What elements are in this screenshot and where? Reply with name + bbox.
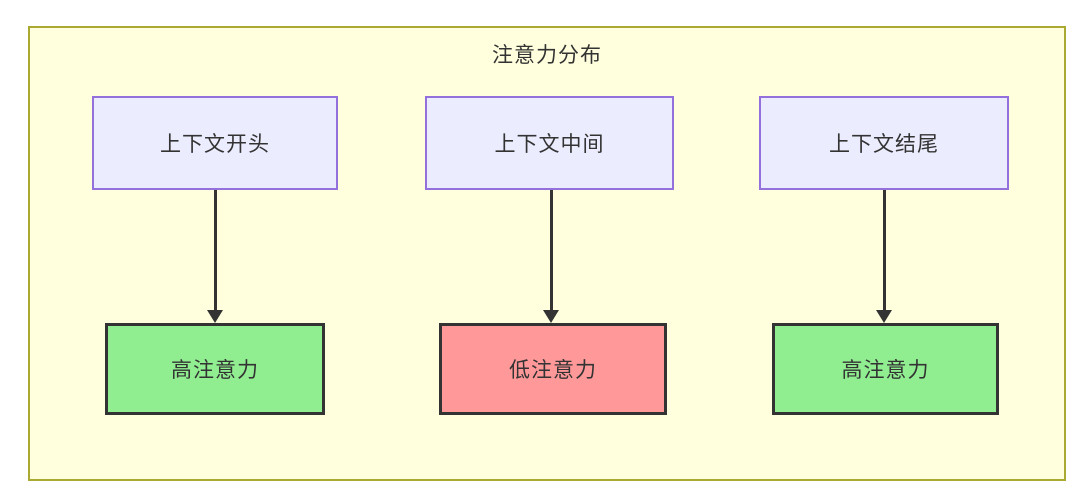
arrow-down-icon (206, 190, 224, 323)
arrow-shaft (549, 190, 553, 312)
arrow-down-icon (542, 190, 560, 323)
node-context-end: 上下文结尾 (759, 96, 1009, 190)
node-label: 高注意力 (171, 359, 259, 382)
arrowhead-icon (207, 310, 223, 323)
arrowhead-icon (543, 310, 559, 323)
node-label: 高注意力 (841, 359, 930, 382)
arrowhead-icon (876, 310, 892, 323)
diagram-title: 注意力分布 (492, 44, 602, 67)
node-context-beginning: 上下文开头 (92, 96, 338, 190)
node-label: 上下文结尾 (829, 133, 939, 156)
arrow-shaft (213, 190, 217, 312)
node-high-attention-right: 高注意力 (772, 323, 999, 415)
node-context-middle: 上下文中间 (425, 96, 674, 190)
attention-distribution-frame: 注意力分布 上下文开头 高注意力 上下文中间 低注意力 上下文结尾 (28, 26, 1066, 481)
node-label: 上下文开头 (160, 133, 270, 156)
node-high-attention-left: 高注意力 (105, 323, 325, 415)
arrow-shaft (882, 190, 886, 312)
node-label: 低注意力 (509, 359, 597, 382)
node-label: 上下文中间 (494, 133, 605, 156)
node-low-attention: 低注意力 (439, 323, 667, 415)
arrow-down-icon (875, 190, 893, 323)
